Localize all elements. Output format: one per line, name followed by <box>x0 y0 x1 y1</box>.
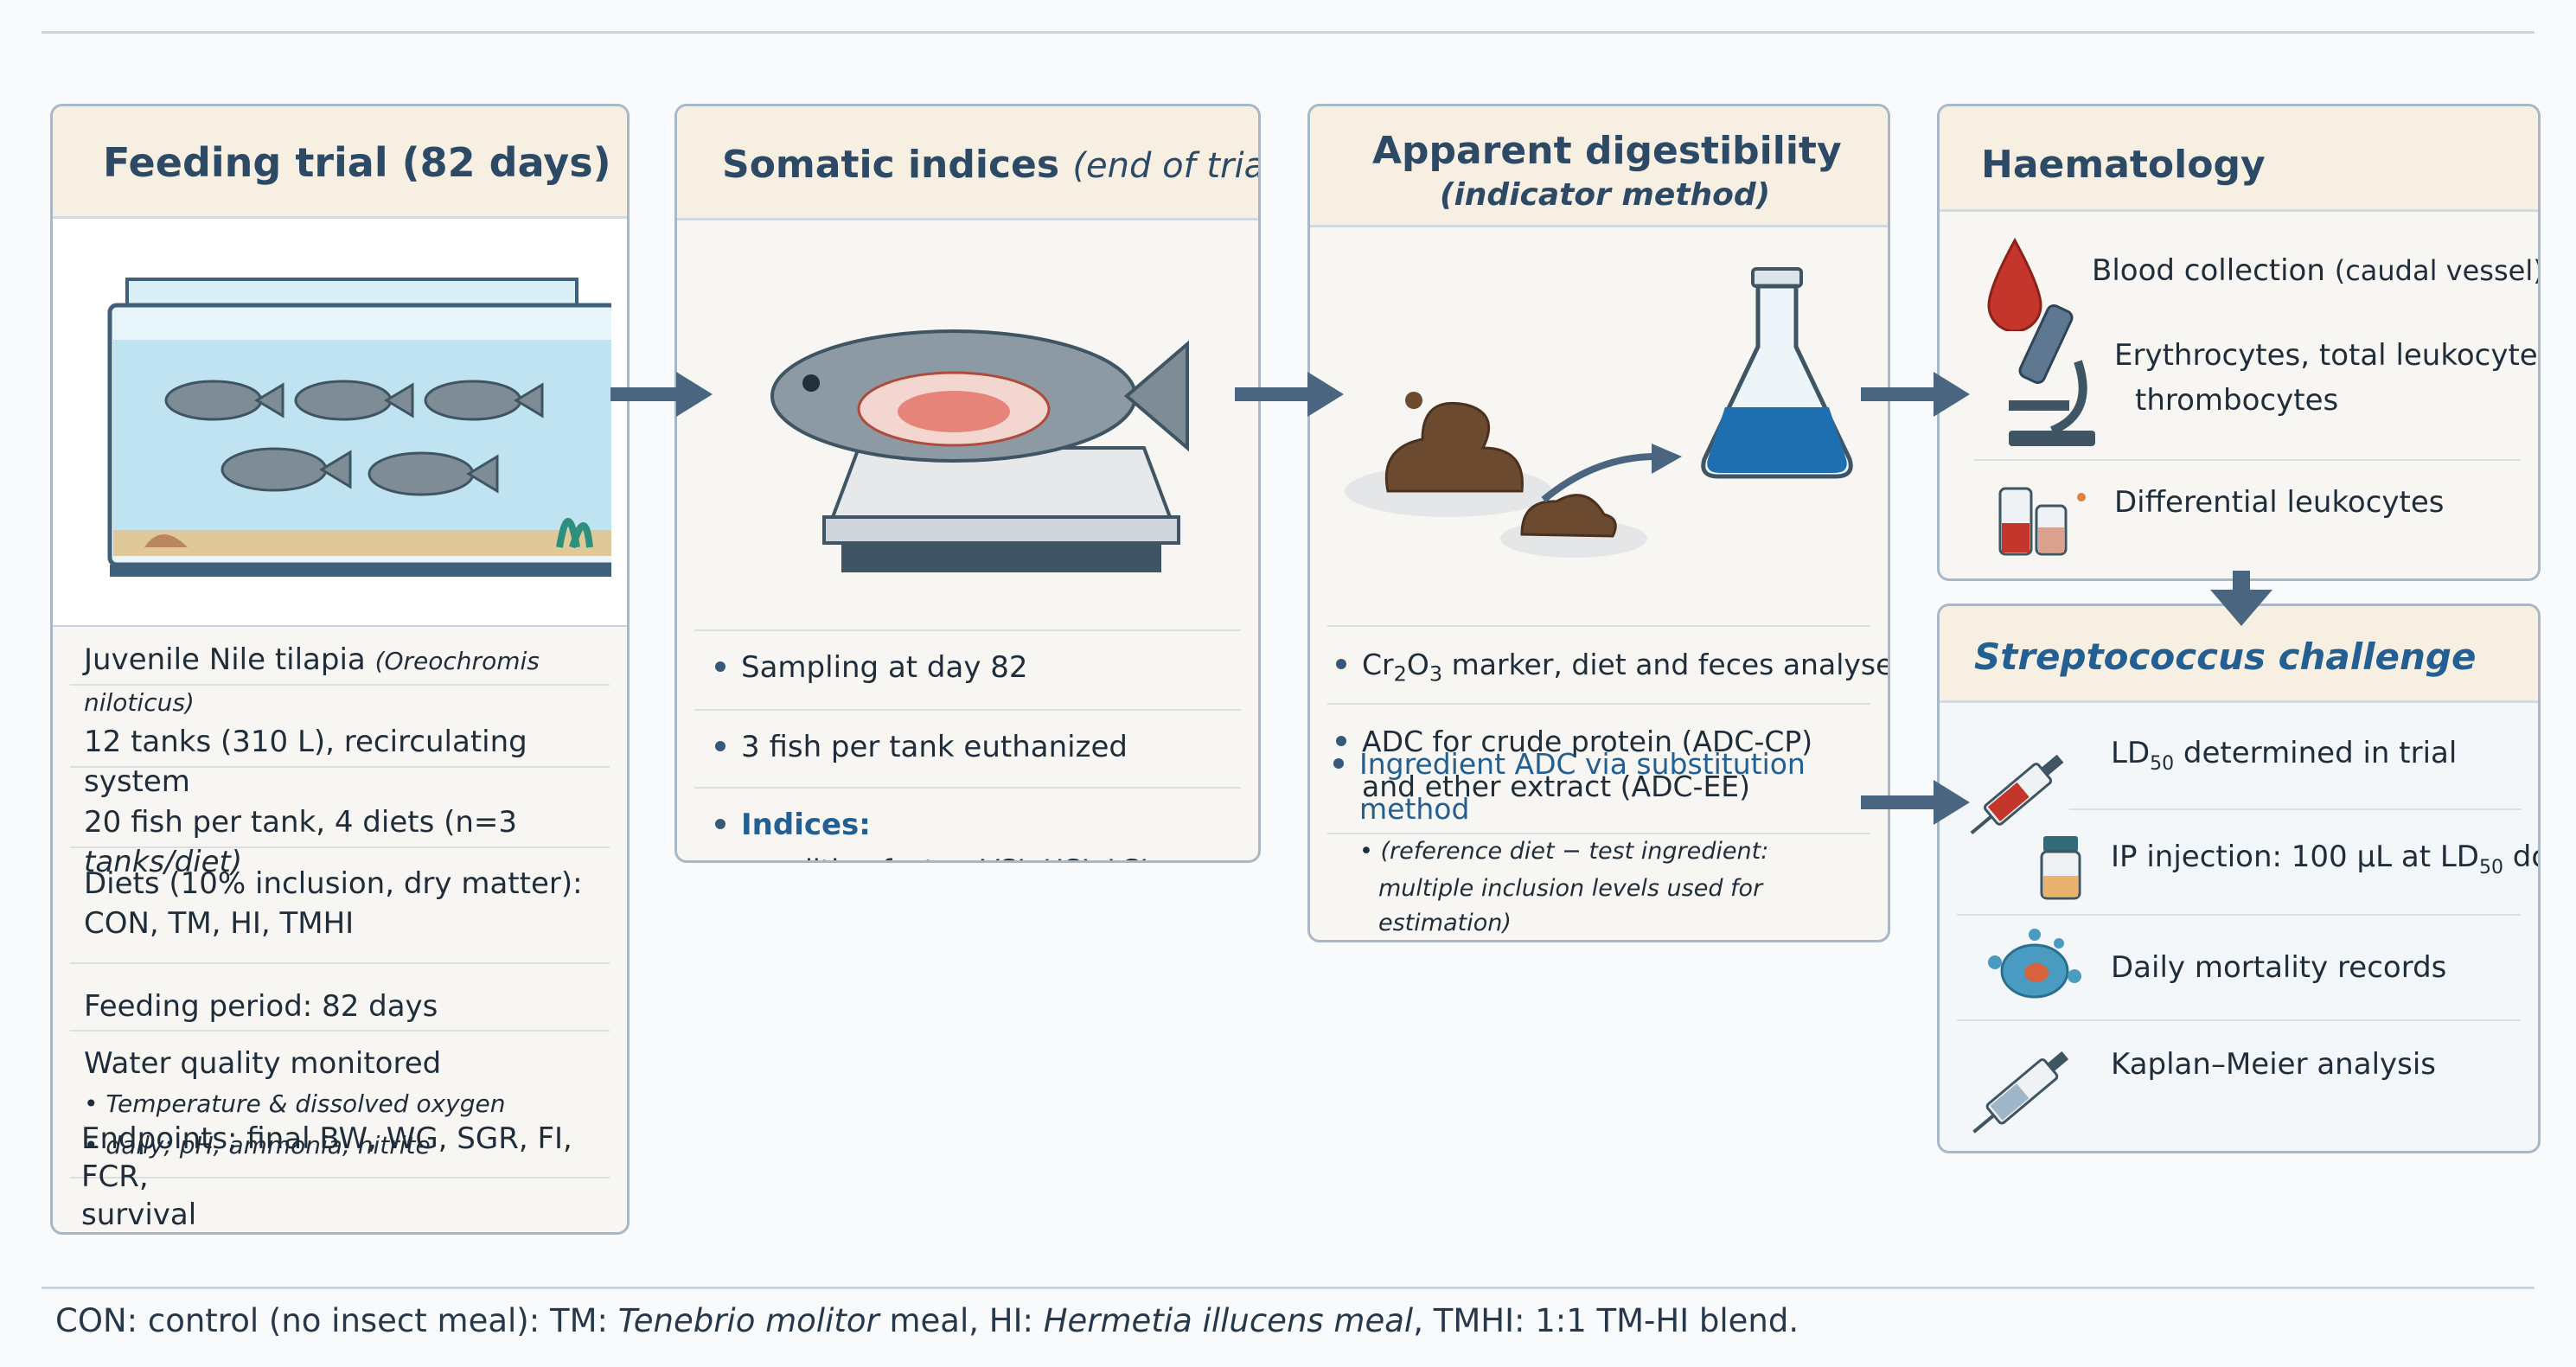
digestibility-header: Apparent digestibility (indicator method… <box>1310 106 1888 227</box>
feeding-row-separator <box>70 1030 610 1032</box>
feeding-row-separator <box>70 1177 610 1179</box>
streptococcus-title: Streptococcus challenge <box>1974 636 2477 678</box>
somatic-bullet-sampling: Sampling at day 82 <box>715 648 1237 687</box>
digestibility-panel: Apparent digestibility (indicator method… <box>1307 104 1890 942</box>
syringe-icon <box>1959 1030 2088 1151</box>
feeding-row-separator <box>70 766 610 768</box>
digest-bullet-ingredient: Ingredient ADC via substitution method •… <box>1333 742 1887 941</box>
strep-row-kaplan: Kaplan–Meier analysis <box>2111 1047 2437 1082</box>
strep-separator <box>1957 1019 2521 1021</box>
bottom-divider <box>42 1287 2534 1289</box>
feces-icon <box>1345 284 1682 569</box>
arrow-feeding-to-somatic <box>610 368 714 420</box>
feeding-row-separator <box>70 846 610 848</box>
bacteria-icon <box>1983 928 2087 1014</box>
bullet-icon <box>1336 658 1346 669</box>
bullet-icon <box>715 661 725 672</box>
somatic-header: Somatic indices (end of trial) <box>677 106 1258 220</box>
arrow-haematology-to-challenge <box>2207 571 2276 628</box>
feeding-separator <box>53 625 627 627</box>
feeding-row-separator <box>70 684 610 686</box>
digest-bullet-marker: Cr2O3 marker, diet and feces analyses <box>1336 645 1888 694</box>
feeding-row-endpoints-text: Endpoints; final BW, WG, SGR, FI, FCR, s… <box>81 1121 572 1232</box>
top-divider <box>42 31 2534 34</box>
bullet-icon <box>1333 757 1344 769</box>
somatic-bullet-euthanized: 3 fish per tank euthanized <box>715 727 1237 767</box>
haematology-header: Haematology <box>1940 106 2538 212</box>
fish-on-scale-icon <box>738 258 1196 604</box>
streptococcus-panel: Streptococcus challenge LD50 determined … <box>1937 604 2541 1153</box>
feeding-trial-header: Feeding trial (82 days) <box>53 106 627 219</box>
feeding-row-fish: 20 fish per tank, 4 diets (n=3 tanks/die… <box>84 805 518 879</box>
haematology-panel: Haematology Blood collection (caudal ves… <box>1937 104 2541 581</box>
feeding-row-tanks: 12 tanks (310 L), recirculating system <box>84 725 527 799</box>
feeding-trial-title: Feeding trial (82 days) <box>103 139 611 186</box>
strep-separator <box>1957 914 2521 916</box>
feeding-trial-panel: Feeding trial (82 days) Juvenile Nile ti… <box>50 104 630 1235</box>
haematology-title: Haematology <box>1981 143 2266 187</box>
feeding-row-period: Feeding period: 82 days <box>84 989 438 1024</box>
digestibility-title: Apparent digestibility <box>1372 129 1842 173</box>
arrow-digestibility-to-challenge <box>1861 776 1973 828</box>
somatic-indices-panel: Somatic indices (end of trial) Sampling … <box>674 104 1261 863</box>
arrow-somatic-to-digestibility <box>1235 368 1347 420</box>
feeding-row-separator <box>70 962 610 964</box>
blood-drop-icon <box>1985 236 2045 331</box>
vial-icon <box>2036 833 2085 902</box>
digest-separator <box>1327 833 1870 834</box>
aquarium-icon <box>75 245 611 608</box>
bullet-icon <box>715 818 725 829</box>
footer-legend: CON: control (no insect meal): TM: Teneb… <box>55 1302 1799 1339</box>
bullet-icon <box>1336 735 1346 746</box>
somatic-bullet-indices: Indices: • condition factor, VSI, HSI, L… <box>715 805 1237 860</box>
strep-row-mortality: Daily mortality records <box>2111 950 2447 985</box>
strep-row-ld50: LD50 determined in trial <box>2111 736 2458 775</box>
somatic-separator <box>694 787 1241 789</box>
digest-bullet-adc: ADC for crude protein (ADC-CP) and ether… <box>1336 719 1867 809</box>
somatic-title: Somatic indices (end of trial) <box>722 143 1258 187</box>
strep-separator <box>2069 808 2521 810</box>
syringe-icon <box>1957 727 2087 857</box>
feeding-row-diets: Diets (10% inclusion, dry matter): CON, … <box>84 866 583 941</box>
flask-icon <box>1691 260 1863 485</box>
digest-separator <box>1327 703 1870 705</box>
somatic-separator <box>694 709 1241 711</box>
digestibility-subtitle: (indicator method) <box>1440 177 1771 213</box>
strep-row-injection: IP injection: 100 μL at LD50 dose <box>2111 840 2538 878</box>
arrow-digestibility-to-haematology <box>1861 368 1973 420</box>
feeding-row-water: Water quality monitored • Temperature & … <box>84 1046 506 1159</box>
bullet-icon <box>715 740 725 751</box>
somatic-separator <box>694 629 1241 631</box>
blood-tubes-icon <box>1991 480 2095 558</box>
feeding-row-species: Juvenile Nile tilapia (Oreochromis nilot… <box>84 642 540 717</box>
haem-separator <box>1974 459 2521 461</box>
haem-row-differential: Differential leukocytes <box>2114 485 2445 520</box>
digest-separator <box>1327 625 1870 627</box>
haem-row-counts: Erythrocytes, total leukocytes, thromboc… <box>2114 338 2541 418</box>
microscope-icon <box>1991 288 2104 452</box>
haem-row-collection: Blood collection (caudal vessel) <box>2092 253 2541 288</box>
